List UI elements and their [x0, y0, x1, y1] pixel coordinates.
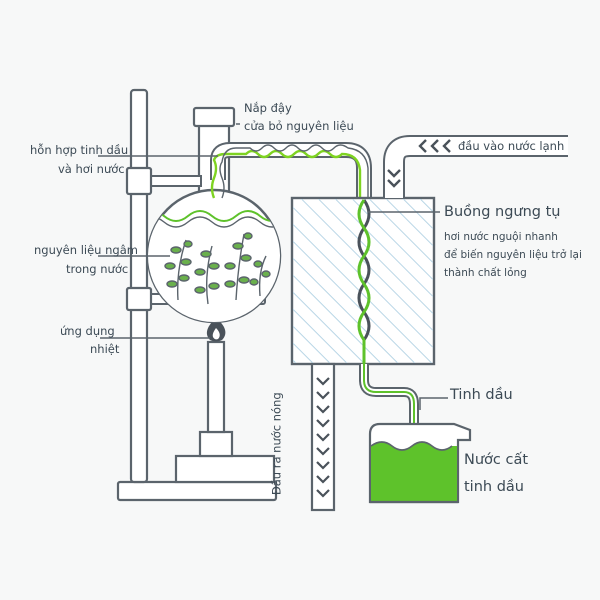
upper-clamp	[125, 166, 153, 196]
leader-lines	[98, 123, 448, 410]
soaked-material-label: nguyên liệu ngâm	[34, 243, 138, 257]
oil-vapor-label-sub: và hơi nước	[58, 162, 125, 176]
heat-label: ứng dụng	[60, 324, 115, 338]
soaked-material-label-sub: trong nước	[66, 262, 129, 276]
condenser-title: Buồng ngưng tụ	[444, 204, 561, 220]
lid-label: Nắp đậy	[244, 101, 292, 115]
lid-label-sub: cửa bỏ nguyên liệu	[244, 119, 354, 133]
cold-water-in-label: đầu vào nước lạnh	[458, 139, 565, 153]
distilled-water-label-sub: tinh dầu	[464, 479, 524, 495]
cold-water-arrows	[387, 139, 451, 188]
collection-container	[368, 422, 472, 504]
lower-clamp	[125, 286, 153, 312]
plant-material	[164, 232, 271, 305]
hot-water-pipe	[310, 362, 336, 512]
condenser-desc-1: hơi nước nguội nhanh	[444, 231, 558, 243]
stand-pole	[129, 88, 149, 484]
stand-base	[116, 480, 278, 502]
condenser-desc-2: để biến nguyên liệu trở lại	[444, 249, 582, 261]
condenser-desc-3: thành chất lỏng	[444, 267, 527, 279]
condenser-coil	[357, 199, 371, 364]
vapor-stream	[210, 149, 362, 200]
flame-icon	[206, 318, 226, 342]
hot-water-out-label: Đầu ra nước nóng	[269, 392, 284, 496]
hot-water-arrows	[316, 377, 330, 498]
distilled-water-label: Nước cất	[464, 452, 529, 468]
essential-oil-label: Tinh dầu	[450, 387, 513, 403]
oil-vapor-label: hỗn hợp tinh dầu	[30, 143, 129, 157]
heat-label-sub: nhiệt	[90, 342, 120, 356]
flask-lid	[192, 106, 236, 128]
burner	[174, 340, 276, 484]
